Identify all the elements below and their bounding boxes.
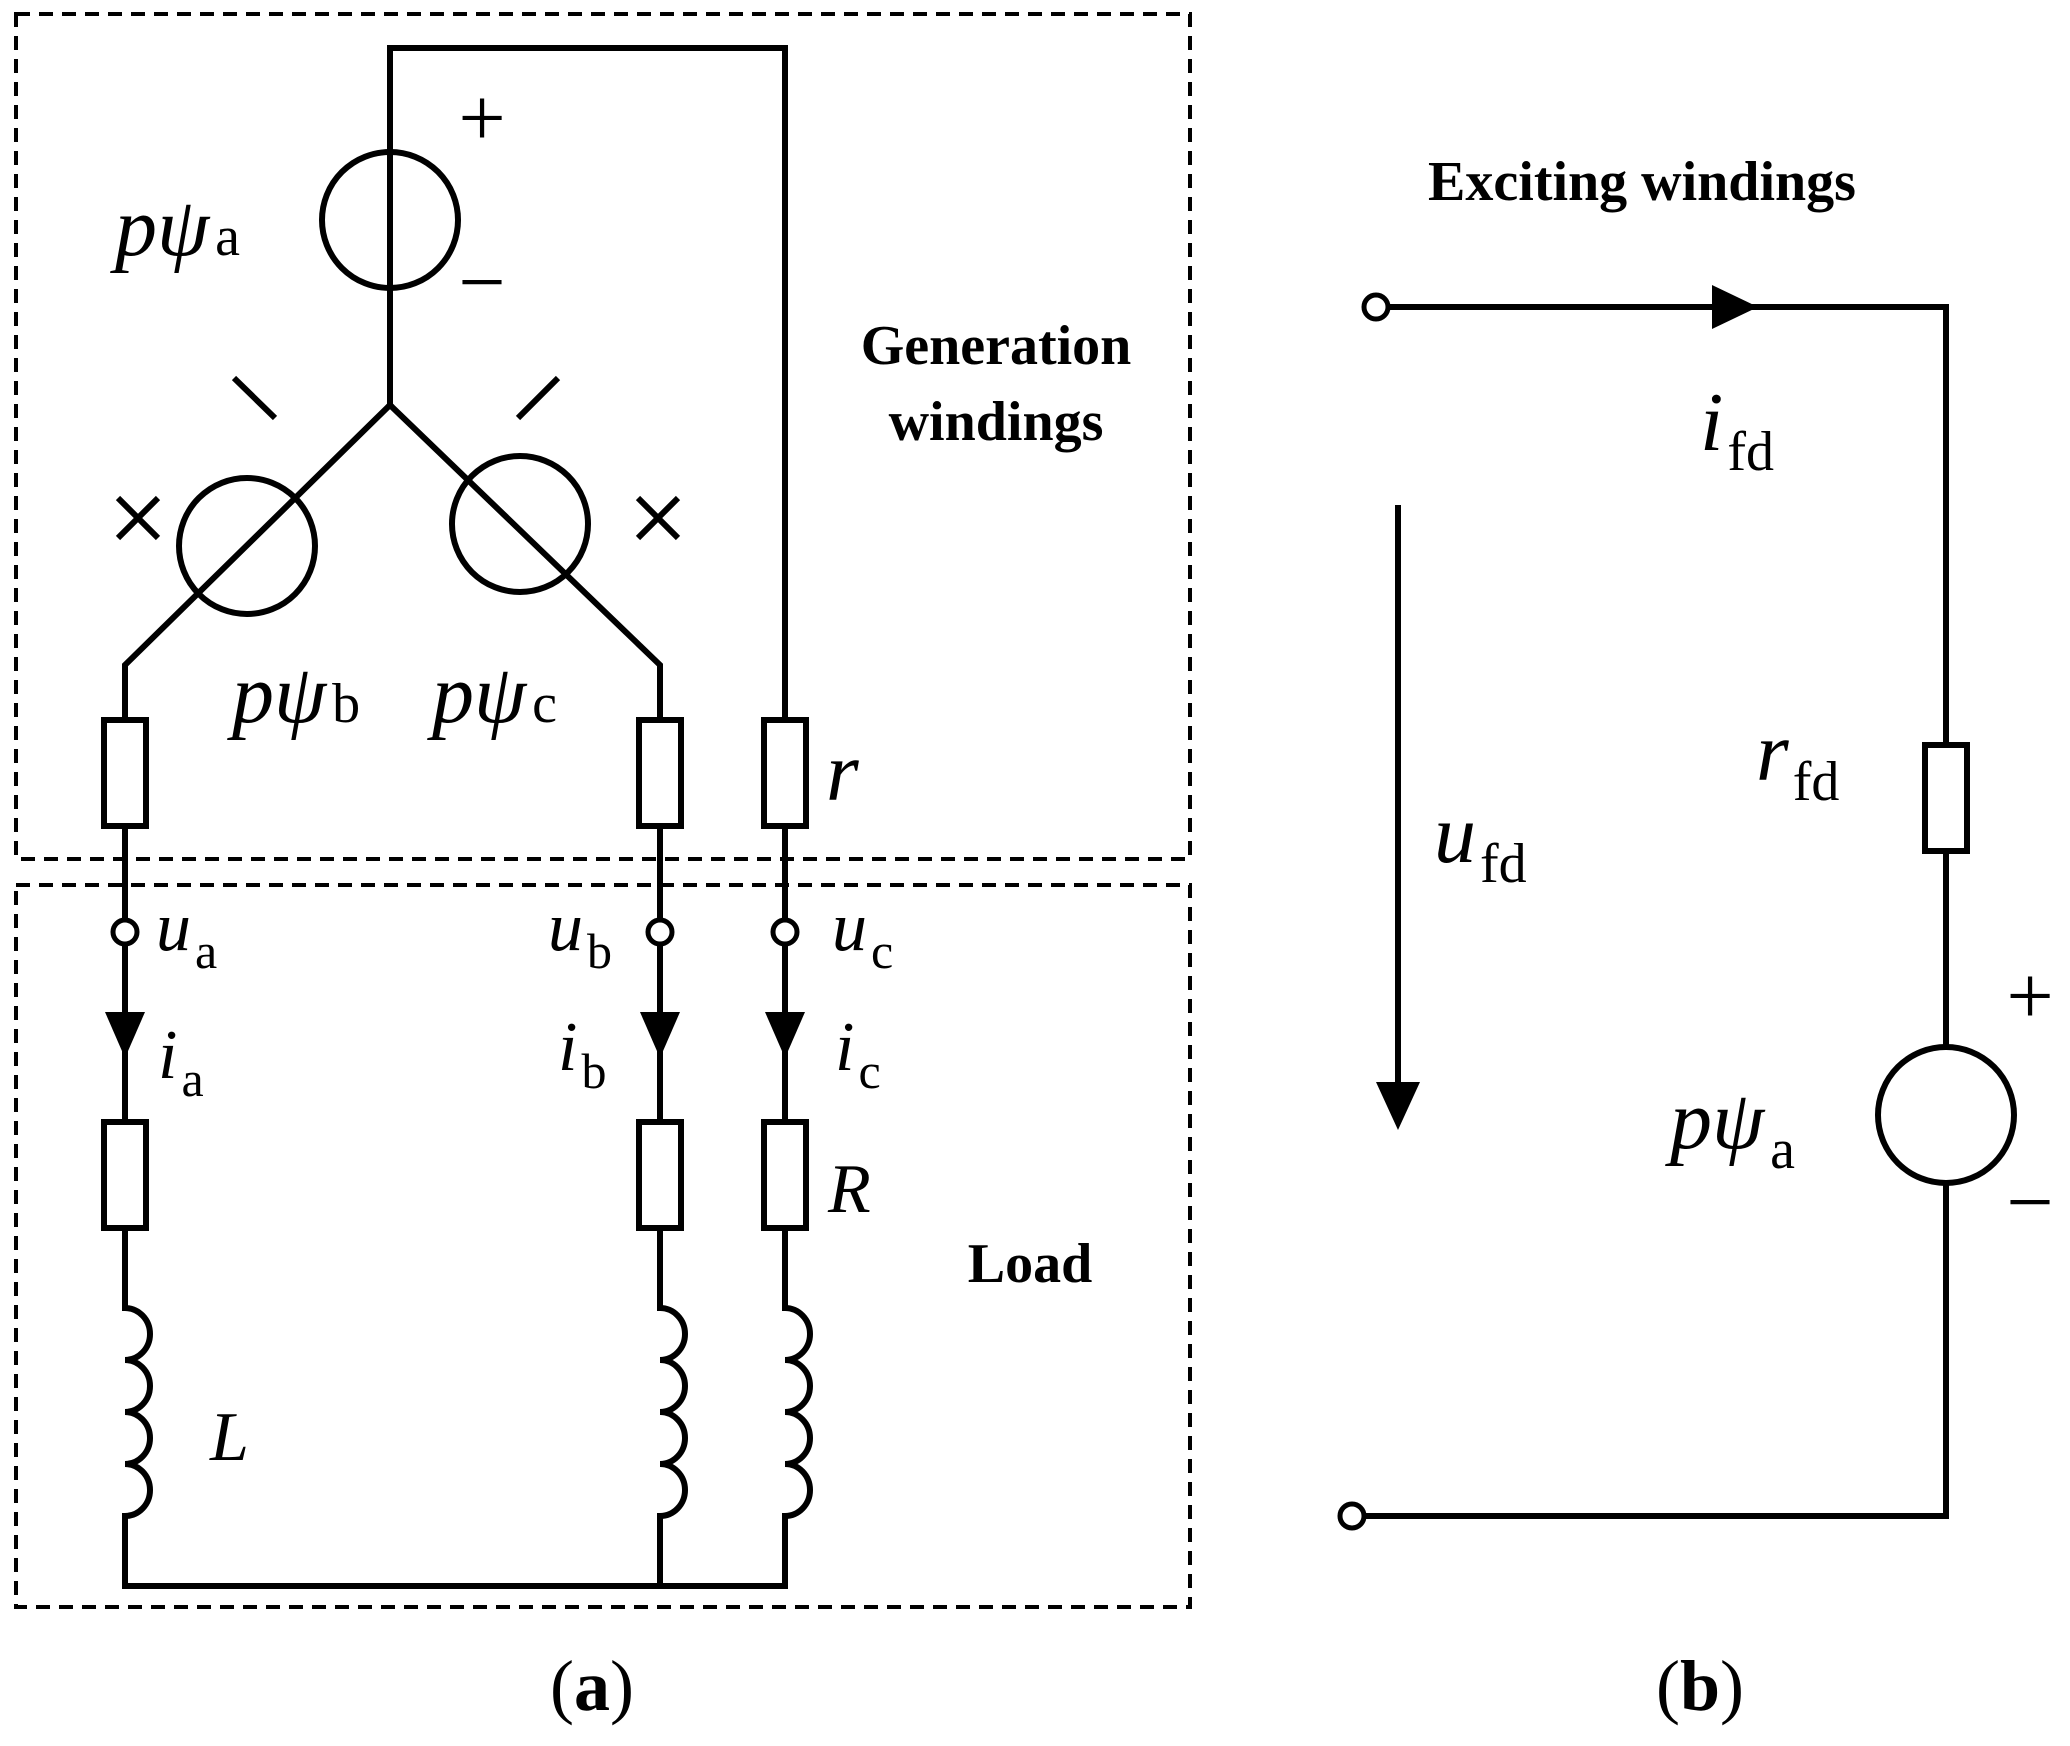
field-voltage-label: ufd: [1434, 788, 1527, 895]
voltage-b-label: ub: [548, 889, 612, 979]
current-b-arrow: [640, 1012, 680, 1058]
source-a-plus: +: [458, 72, 505, 165]
neutral-return-wire: [387, 45, 788, 723]
load-inductor-b: [656, 1304, 688, 1520]
load-label: Load: [968, 1233, 1093, 1295]
field-terminal-top: [1361, 292, 1391, 322]
current-b-label: ib: [558, 1009, 606, 1099]
field-resistor: [1922, 742, 1970, 854]
field-resistor-label: rfd: [1756, 706, 1839, 813]
winding-resistor-b: [101, 717, 149, 829]
field-top-wire: [1375, 304, 1949, 748]
source-b-cross-mark: [115, 495, 161, 541]
generation-windings-label-line2: windings: [889, 391, 1104, 453]
current-c-arrow: [765, 1012, 805, 1058]
source-c-dash-mark: [515, 375, 561, 421]
source-b-circle: [176, 475, 318, 617]
generation-windings-label-line1: Generation: [861, 315, 1132, 377]
field-source-circle: [1875, 1044, 2017, 1186]
load-resistor-c: [761, 1119, 809, 1231]
load-inductor-c: [781, 1304, 813, 1520]
load-resistor-a: [101, 1119, 149, 1231]
current-a-arrow: [105, 1012, 145, 1058]
terminal-b: [645, 917, 675, 947]
caption-a: (a): [550, 1646, 634, 1726]
field-current-label: ifd: [1700, 376, 1774, 483]
load-resistor-b: [636, 1119, 684, 1231]
generation-windings-region: [14, 12, 1192, 861]
voltage-a-label: ua: [156, 889, 217, 979]
current-c-label: ic: [835, 1009, 881, 1099]
source-a-circle: [319, 149, 461, 291]
load-region: [14, 883, 1192, 1609]
terminal-a: [110, 917, 140, 947]
source-a-minus: −: [458, 236, 505, 329]
field-voltage-arrow-head: [1376, 1082, 1420, 1130]
source-c-cross-mark: [635, 495, 681, 541]
load-R-label: R: [827, 1151, 871, 1228]
load-neutral-wire: [122, 1513, 788, 1589]
load-L-label: L: [209, 1399, 249, 1476]
resistor-r-label: r: [826, 726, 859, 819]
terminal-c: [770, 917, 800, 947]
field-source-minus: −: [2006, 1156, 2053, 1249]
caption-b: (b): [1656, 1646, 1744, 1726]
phase-b-branch-wire: [122, 400, 395, 723]
current-a-label: ia: [158, 1017, 204, 1107]
winding-resistor-c: [636, 717, 684, 829]
load-inductor-a: [121, 1304, 153, 1520]
source-c-circle: [449, 453, 591, 595]
exciting-windings-title: Exciting windings: [1428, 151, 1856, 213]
field-current-arrow: [1712, 285, 1758, 329]
field-source-plus: +: [2006, 950, 2053, 1043]
source-b-dash-mark: [231, 375, 278, 421]
voltage-c-label: uc: [832, 889, 893, 979]
field-bottom-wire: [1352, 1180, 1949, 1519]
winding-resistor-r: [761, 717, 809, 829]
phase-c-branch-wire: [385, 400, 663, 723]
field-terminal-bottom: [1337, 1501, 1367, 1531]
